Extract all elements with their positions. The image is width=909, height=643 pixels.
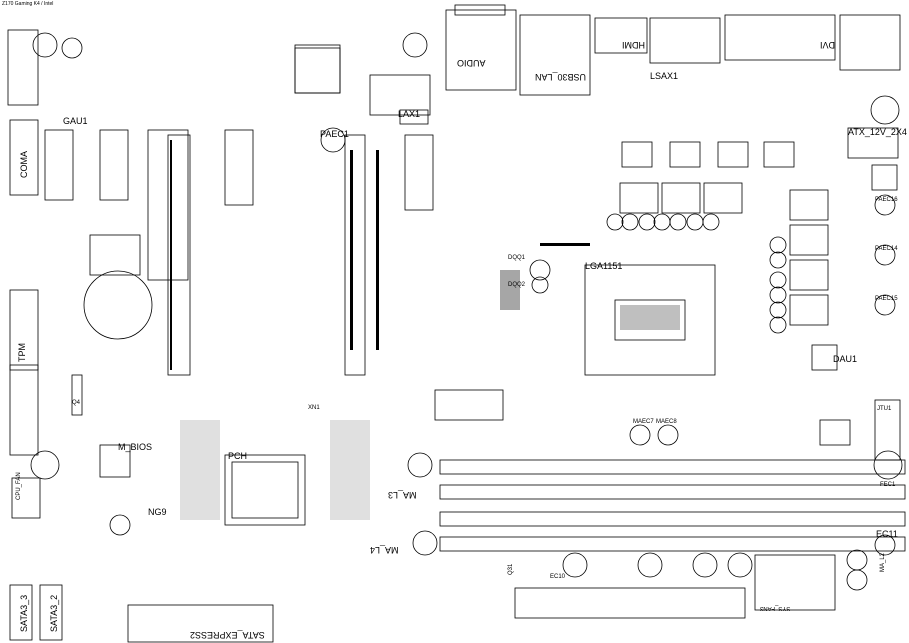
coma-outline [9, 119, 39, 196]
label-usb30-lan: USB30_LAN [535, 72, 587, 82]
dvi-outline [724, 14, 836, 61]
audio-jack-outline [445, 9, 517, 91]
label-ng9: NG9 [148, 507, 167, 517]
label-coma: COMA [19, 151, 29, 178]
label-ma-l2: MA_L2 [880, 552, 886, 572]
sata-express-outline [127, 604, 274, 643]
label-dau1: DAU1 [833, 354, 858, 364]
label-q4: Q4 [72, 400, 81, 406]
label-lax1: LAX1 [398, 109, 421, 119]
dimm-slot-b1 [439, 511, 906, 527]
label-atx-12v: ATX_12V_2X4 [848, 127, 907, 137]
label-paec14: PAEC14 [875, 246, 898, 252]
label-ec11: EC11 [876, 529, 898, 539]
label-xn1: XN1 [308, 405, 320, 411]
label-dqq1: DQQ1 [508, 255, 526, 261]
label-q31: Q31 [508, 563, 514, 575]
pcie-slot [344, 134, 366, 376]
label-gau1: GAU1 [63, 116, 88, 126]
label-paec1: PAEC1 [320, 129, 349, 139]
label-sata3-2: SATA3_2 [49, 594, 59, 632]
label-fec1: FEC1 [880, 482, 896, 488]
dimm-slot-b2 [439, 536, 906, 552]
label-ma-l4: MA_L4 [370, 545, 399, 555]
lga1151-socket-outline [584, 264, 716, 376]
label-m-bios: M_BIOS [118, 442, 153, 452]
label-paec15: PAEC15 [875, 296, 898, 302]
document-title: Z170 Gaming K4 / Intel [2, 1, 54, 7]
label-lga1151: LGA1151 [585, 261, 623, 271]
label-sys-fan3: SYS_FAN3 [760, 605, 791, 611]
label-hdmi: HDMI [622, 40, 645, 50]
label-lsax1: LSAX1 [650, 71, 679, 81]
dimm-slot-a2 [439, 484, 906, 500]
label-jtu1: JTU1 [877, 406, 892, 412]
dimm-slot-a1 [439, 459, 906, 475]
label-pch: PCH [228, 451, 248, 461]
label-paec16: PAEC16 [875, 197, 898, 203]
label-sata3-3: SATA3_3 [19, 594, 29, 632]
label-ma-l3: MA_L3 [388, 490, 417, 500]
cmos-battery-outline [83, 270, 153, 340]
label-sata-express2: SATA_EXPRESS2 [190, 630, 265, 640]
usb-lan-outline [519, 14, 591, 96]
label-audio: AUDIO [457, 58, 486, 68]
label-tpm: TPM [17, 343, 27, 362]
label-dqq2: DQQ2 [508, 282, 526, 288]
label-maec8: MAEC8 [656, 419, 677, 425]
label-cpu-fan: CPU_FAN [16, 472, 22, 500]
label-dvi: DVI [820, 40, 836, 50]
label-maec7: MAEC7 [633, 419, 654, 425]
label-ec10: EC10 [550, 574, 566, 580]
hdmi-outline [594, 17, 648, 54]
tpm-outline [9, 289, 39, 371]
pch-outline [224, 454, 306, 526]
atx-12v-outline [847, 127, 899, 159]
